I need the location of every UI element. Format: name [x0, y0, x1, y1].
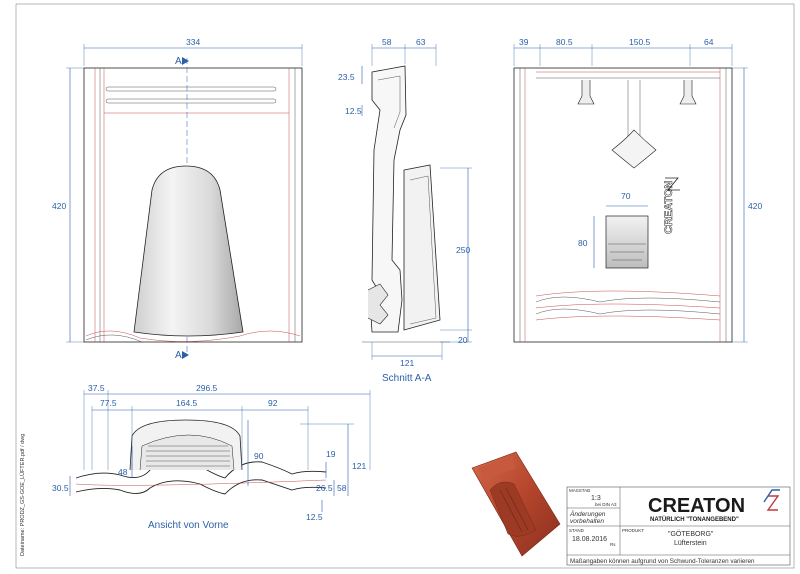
front-width-dim: 334	[186, 37, 200, 47]
end-dim-77-5: 77.5	[100, 398, 117, 408]
rear-dim-150-5: 150.5	[629, 37, 651, 47]
section-dim-121: 121	[400, 358, 414, 368]
front-outline	[83, 67, 303, 343]
end-view-label: Ansicht von Vorne	[148, 520, 229, 531]
tb-initials: Rs	[610, 542, 616, 547]
end-dim-164-5: 164.5	[176, 398, 198, 408]
end-dim-90: 90	[254, 451, 264, 461]
end-dim-12-5: 12.5	[306, 512, 323, 522]
end-view: 37.5 296.5 77.5 164.5 92 48 90 19 121 30…	[52, 383, 371, 531]
end-dim-26-5: 26.5	[316, 483, 333, 493]
tb-scale: 1:3	[591, 495, 601, 502]
end-profile-upper	[75, 461, 327, 479]
side-filename: Dateiname: PRODZ_GS-GOE_LÜFTER.pdf / dwg	[19, 434, 26, 556]
section-dim-63: 63	[416, 37, 426, 47]
rear-brand-text: CREATON	[663, 181, 675, 234]
section-dim-20: 20	[458, 335, 468, 345]
section-dim-12-5: 12.5	[345, 106, 362, 116]
tb-tagline: NATÜRLICH "TONANGEBEND"	[650, 516, 739, 523]
end-louvres	[146, 445, 230, 467]
tb-produkt-label: PRODUKT	[622, 528, 644, 533]
end-dim-37-5: 37.5	[88, 383, 105, 393]
page-border	[15, 3, 795, 569]
product-image	[471, 451, 561, 557]
section-mark-bottom: A	[175, 350, 182, 361]
end-dim-121: 121	[352, 461, 366, 471]
rear-dim-64: 64	[704, 37, 714, 47]
section-dim-58: 58	[382, 37, 392, 47]
section-view: 58 63 23.5 12.5 250 20 121 Schnitt A-A	[338, 37, 472, 384]
front-view: A A 334 420	[52, 37, 303, 361]
rear-hook-right	[679, 80, 697, 105]
rear-height-dim: 420	[748, 201, 762, 211]
tb-massstab-label: MASSTAB	[569, 488, 590, 493]
rear-hook-left	[577, 80, 595, 105]
rear-opening	[605, 215, 649, 269]
section-dim-23-5: 23.5	[338, 72, 355, 82]
creaton-logo-icon	[766, 495, 780, 511]
front-dome	[133, 165, 244, 337]
rear-dim-80-5: 80.5	[556, 37, 573, 47]
tb-changes-2: vorbehalten	[570, 518, 604, 525]
tb-product-name: "GÖTEBORG"	[668, 530, 714, 538]
end-dim-30-5: 30.5	[52, 483, 69, 493]
title-block: MASSTAB 1:3 bei DIN A3 Änderungen vorbeh…	[566, 486, 791, 566]
front-height-dim: 420	[52, 201, 66, 211]
rear-dim-70: 70	[621, 191, 631, 201]
rear-dim-80: 80	[578, 238, 588, 248]
section-profile	[369, 65, 407, 333]
end-dim-48: 48	[118, 467, 128, 477]
tb-brand: CREATON	[648, 495, 745, 517]
section-mark-top: A	[175, 56, 182, 67]
rear-outline	[513, 67, 733, 343]
end-dim-58: 58	[337, 483, 347, 493]
tb-scale-note: bei DIN A3	[595, 502, 617, 507]
tb-disclaimer: Maßangaben können aufgrund von Schwund-T…	[570, 558, 755, 565]
tb-stand-label: STAND	[569, 528, 585, 533]
section-label: Schnitt A-A	[382, 373, 432, 384]
tb-changes-1: Änderungen	[569, 510, 606, 518]
end-dim-296-5: 296.5	[196, 383, 218, 393]
rear-dim-39: 39	[519, 37, 529, 47]
end-dim-92: 92	[268, 398, 278, 408]
section-dim-250: 250	[456, 245, 470, 255]
tb-product-sub: Lüfterstein	[674, 540, 707, 547]
end-dim-19: 19	[326, 449, 336, 459]
tb-date: 18.08.2016	[572, 536, 607, 543]
rear-view: CREATON 39 80.5 150.5 64 420 70 80	[513, 37, 762, 343]
